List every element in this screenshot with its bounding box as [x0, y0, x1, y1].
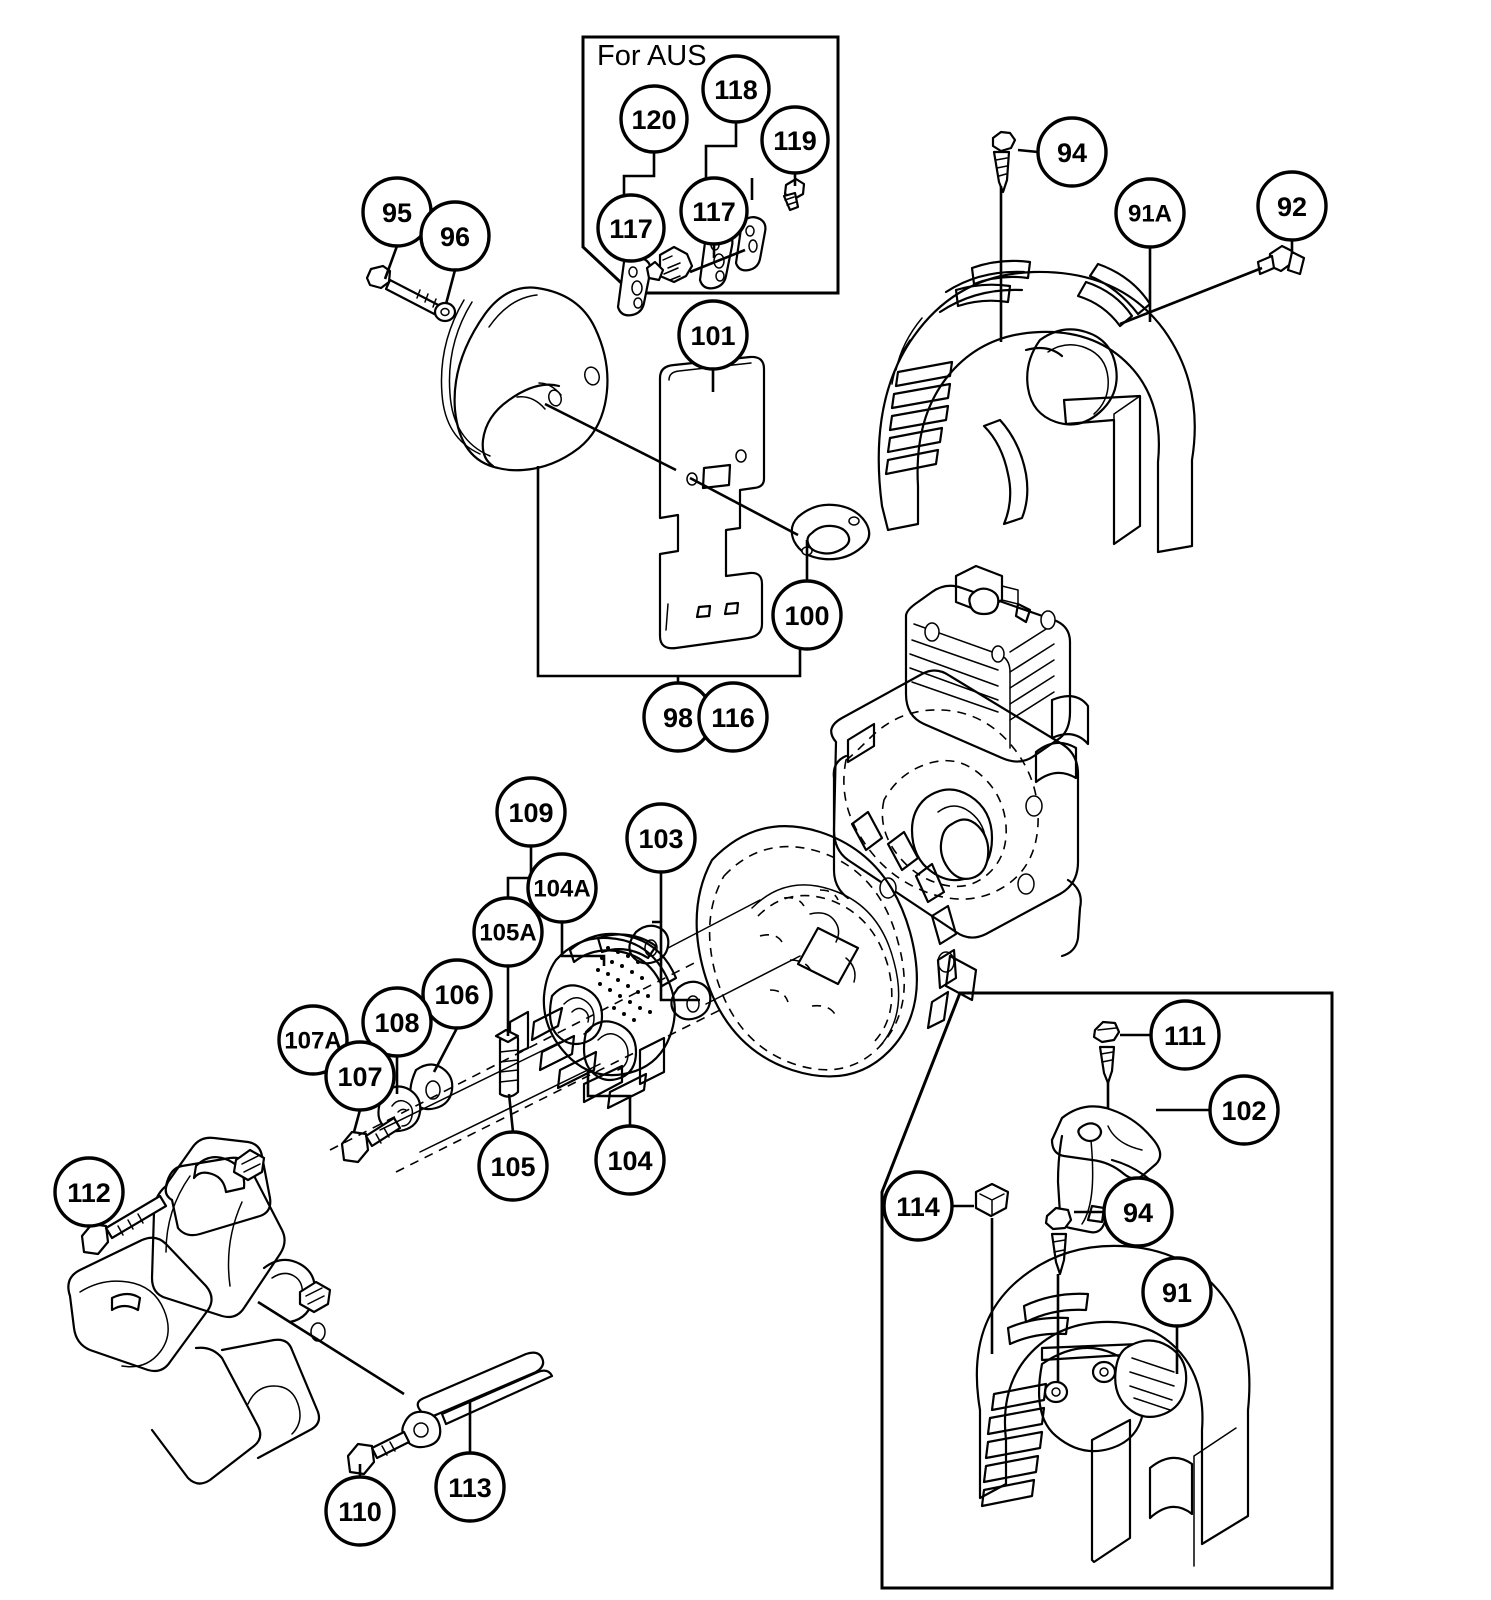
bracket-98-116: [536, 466, 802, 678]
callout-101[interactable]: 101: [677, 299, 749, 371]
callout-100[interactable]: 100: [771, 579, 843, 651]
clutch-lining-texture: [596, 946, 652, 1022]
callout-119[interactable]: 119: [760, 105, 830, 175]
bracket-104A: [560, 922, 606, 966]
part-cylinder-baffle: [1050, 1105, 1162, 1234]
callout-110[interactable]: 110: [324, 1475, 396, 1547]
callout-96[interactable]: 96: [419, 200, 491, 272]
callout-105A[interactable]: 105A: [472, 896, 544, 968]
part-engine-cover-lower: [975, 1244, 1251, 1567]
aus-screw-glyph: [782, 177, 806, 212]
lead-107: [352, 1109, 362, 1133]
clutch-shaft: [379, 1041, 601, 1153]
aus-leaders: [622, 122, 797, 274]
part-tapping-screw-94-bottom: [1044, 1206, 1073, 1276]
part-muffler-body: [440, 286, 609, 472]
part-fan-housing-bolt-112: [80, 1194, 168, 1256]
callout-106[interactable]: 106: [421, 958, 493, 1030]
part-cover-bolt-92: [1256, 244, 1306, 276]
callout-91A[interactable]: 91A: [1114, 177, 1186, 249]
part-fan-housing: [67, 1136, 332, 1485]
callout-117-lower[interactable]: 117: [596, 193, 666, 263]
callout-117-upper[interactable]: 117: [679, 176, 749, 246]
inset-box-aus: [581, 35, 840, 295]
part-muffler-bolt: [365, 264, 448, 320]
part-clutch-assembly: [508, 932, 678, 1110]
part-muffler-washer: [433, 301, 457, 323]
lead-gasket-to-shield: [689, 476, 799, 537]
bracket-103: [652, 872, 700, 1002]
lead-106: [432, 1027, 459, 1073]
callout-116[interactable]: 116: [697, 681, 769, 753]
callout-105[interactable]: 105: [477, 1130, 549, 1202]
callout-107[interactable]: 107: [324, 1040, 396, 1112]
part-tapping-screw-111: [1092, 1020, 1121, 1085]
callout-118[interactable]: 118: [701, 54, 771, 124]
lead-92-to-cover: [1119, 266, 1263, 326]
part-muffler-gasket: [790, 503, 871, 561]
part-engine-cover-upper: [877, 259, 1196, 554]
part-clutch-spring-105: [494, 1028, 520, 1098]
clutch-axis-line: [329, 959, 701, 1151]
callout-91[interactable]: 91: [1141, 1256, 1213, 1328]
inset-box-cover: [880, 991, 1334, 1590]
lead-96: [444, 269, 457, 305]
callout-92[interactable]: 92: [1256, 170, 1328, 242]
flywheel-shaft: [667, 899, 801, 1005]
lead-105: [507, 1093, 515, 1133]
callout-103[interactable]: 103: [625, 802, 697, 874]
bracket-109: [506, 846, 533, 898]
callout-120[interactable]: 120: [619, 84, 689, 154]
lead-95: [383, 245, 399, 280]
callout-114[interactable]: 114: [882, 1170, 954, 1242]
lead-housing-to-clamp: [257, 1300, 405, 1396]
callout-112[interactable]: 112: [53, 1156, 125, 1228]
part-nut-clip-114: [974, 1182, 1010, 1218]
part-bracket-bolt-110: [346, 1430, 411, 1476]
callout-94-top[interactable]: 94: [1036, 116, 1108, 188]
callout-94-bottom[interactable]: 94: [1102, 1176, 1174, 1248]
bracket-104: [586, 1070, 632, 1126]
part-tapping-screw-top: [991, 130, 1017, 194]
part-flywheel: [695, 810, 958, 1078]
callout-102[interactable]: 102: [1208, 1074, 1280, 1146]
callout-111[interactable]: 111: [1149, 999, 1221, 1071]
callout-109[interactable]: 109: [495, 776, 567, 848]
callout-113[interactable]: 113: [434, 1451, 506, 1523]
part-heat-shield: [658, 355, 766, 650]
lead-muffler-to-shield: [544, 402, 677, 472]
callout-104A[interactable]: 104A: [526, 852, 598, 924]
part-engine-block: [830, 564, 1090, 1002]
part-clutch-bolt-107: [340, 1116, 402, 1164]
clutch-axis-line-2: [395, 1009, 721, 1173]
callout-104[interactable]: 104: [594, 1124, 666, 1196]
part-clamp-bracket: [401, 1351, 554, 1449]
lead-94-top: [1017, 148, 1039, 154]
aus-box-label: For AUS: [597, 40, 707, 72]
